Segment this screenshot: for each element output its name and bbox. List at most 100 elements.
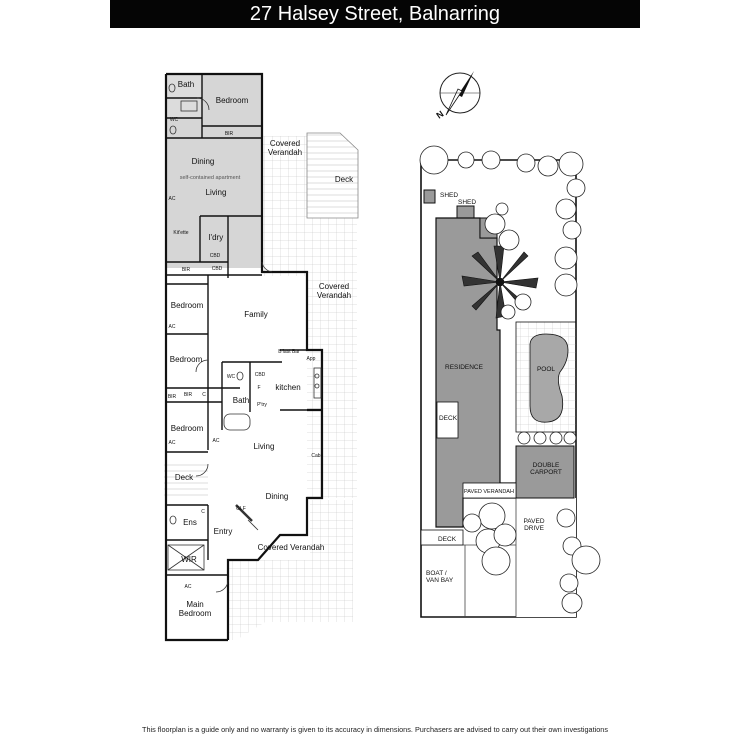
- room-label: BIR: [184, 392, 193, 398]
- room-label: Bath: [233, 396, 249, 405]
- room-label: GLF: [236, 506, 246, 512]
- tree-icon: [537, 155, 559, 177]
- page-title: 27 Halsey Street, Balnarring: [249, 3, 501, 25]
- toilet-icon: [168, 83, 176, 93]
- tree-icon: [481, 150, 501, 170]
- palm-tree-icon: [461, 245, 539, 319]
- deck-bottom: [420, 529, 464, 546]
- tree-icon: [555, 198, 577, 220]
- door-swing-icon: [215, 579, 229, 593]
- room-label: Bedroom: [216, 96, 249, 105]
- double-carport: [515, 445, 575, 499]
- room-label: BIR: [225, 131, 234, 137]
- toilet-icon: [169, 125, 177, 135]
- tree-icon: [533, 431, 547, 445]
- tree-icon: [559, 573, 579, 593]
- room-label: B'fast Bar: [278, 349, 300, 355]
- room-label: App: [307, 356, 316, 362]
- pool: [529, 333, 569, 423]
- room-label: WIR: [181, 555, 197, 564]
- shed-2: [456, 205, 475, 219]
- tree-icon: [556, 508, 576, 528]
- tree-icon: [514, 293, 532, 311]
- room-label: BIR: [168, 394, 177, 400]
- tree-icon: [571, 545, 601, 575]
- room-label: P'try: [257, 402, 267, 408]
- garden-trees: [419, 145, 601, 614]
- title-bar: [110, 0, 640, 28]
- tree-icon: [462, 513, 482, 533]
- disclaimer: This floorplan is a guide only and no wa…: [141, 725, 609, 734]
- shower-icon: [167, 544, 205, 571]
- site-plan: N: [419, 71, 601, 618]
- room-label: Cab: [311, 453, 320, 459]
- door-swing-icon: [261, 261, 273, 273]
- room-label: AC: [169, 440, 176, 446]
- toilet-icon: [169, 515, 177, 525]
- room-label: WC: [170, 117, 179, 123]
- tree-icon: [517, 431, 531, 445]
- tree-icon: [481, 546, 511, 576]
- room-label: Ens: [183, 518, 197, 527]
- toilet-icon: [236, 371, 244, 381]
- room-label: CBD: [255, 372, 266, 378]
- site-label: PAVED VERANDAH: [464, 489, 514, 495]
- tree-icon: [478, 502, 506, 530]
- room-label: C: [201, 509, 205, 515]
- tree-icon: [558, 151, 584, 177]
- tree-icon: [561, 592, 583, 614]
- room-label: AC: [169, 324, 176, 330]
- site-label: POOL: [537, 366, 555, 373]
- floor-plan: Bath Bedroom WC BIR Dining self-containe…: [164, 72, 359, 642]
- room-label: Bedroom: [170, 355, 203, 364]
- room-label: self-contained apartment: [180, 175, 241, 181]
- door-swing-icon: [195, 463, 209, 477]
- site-label: SHED: [440, 192, 458, 199]
- room-label: Kit'ette: [173, 230, 188, 236]
- tree-icon: [563, 431, 577, 445]
- room-label: Bath: [178, 80, 194, 89]
- deck-residence: [436, 401, 459, 439]
- compass-north-label: N: [434, 109, 445, 121]
- covered-verandah-bottom-area: [228, 500, 353, 640]
- room-label: Living: [254, 442, 275, 451]
- room-label: l'dry: [209, 233, 223, 242]
- room-label: Covered Verandah: [258, 543, 325, 552]
- tree-icon: [484, 213, 506, 235]
- room-label: C: [202, 392, 206, 398]
- site-label: RESIDENCE: [445, 364, 484, 371]
- compass-needle-icon: [458, 71, 474, 97]
- tree-icon: [566, 178, 586, 198]
- room-label: Bedroom: [171, 301, 204, 310]
- site-label: SHED: [458, 199, 476, 206]
- room-label: AC: [213, 438, 220, 444]
- tree-icon: [562, 220, 582, 240]
- room-label: Dining: [192, 157, 215, 166]
- stove-icon: [314, 373, 320, 379]
- bathtub-icon: [223, 413, 251, 431]
- tree-icon: [457, 151, 475, 169]
- room-label: kitchen: [275, 383, 300, 392]
- sink-icon: [180, 100, 198, 112]
- north-compass: N: [434, 71, 481, 121]
- tree-icon: [516, 153, 536, 173]
- tree-icon: [549, 431, 563, 445]
- tree-icon: [554, 273, 578, 297]
- site-label: DECK: [439, 415, 458, 422]
- door-swing-icon: [196, 97, 210, 111]
- stove-icon: [314, 383, 320, 389]
- room-label: F: [257, 385, 260, 391]
- room-label: AC: [185, 584, 192, 590]
- interior-walls: [166, 74, 307, 576]
- room-label: AC: [169, 196, 176, 202]
- room-label: WC: [227, 374, 236, 380]
- compass-needle-icon: [445, 88, 463, 116]
- deck-top-area: [306, 132, 359, 219]
- room-label: Dining: [266, 492, 289, 501]
